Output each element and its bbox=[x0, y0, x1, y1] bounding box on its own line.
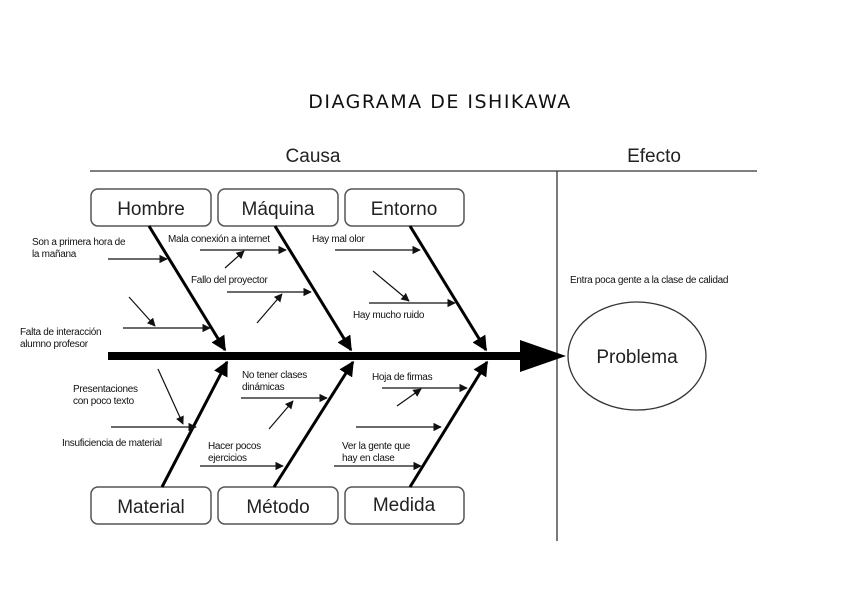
cause-text-hombre-1: Son a primera hora de la mañana bbox=[32, 237, 128, 260]
sub-cause-arrow bbox=[128, 296, 156, 327]
cause-text-maquina-1: Mala conexión a internet bbox=[168, 234, 270, 245]
problem-label: Problema bbox=[596, 347, 678, 368]
cause-text-metodo-2: Hacer pocos ejercicios bbox=[208, 441, 263, 464]
effect-header: Efecto bbox=[627, 146, 681, 167]
category-hombre: Hombre bbox=[90, 188, 212, 227]
bone-metodo bbox=[272, 360, 355, 488]
cause-text-metodo-1: No tener clases dinámicas bbox=[242, 370, 309, 393]
category-material: Material bbox=[90, 486, 212, 525]
sub-cause-arrow bbox=[256, 293, 283, 324]
category-label: Entorno bbox=[371, 199, 438, 220]
category-maquina: Máquina bbox=[217, 188, 339, 227]
category-metodo: Método bbox=[217, 486, 339, 525]
category-label: Máquina bbox=[242, 199, 315, 220]
diagram-title: DIAGRAMA DE ISHIKAWA bbox=[308, 91, 572, 113]
category-label: Hombre bbox=[117, 199, 185, 220]
cause-text-hombre-2: Falta de interacción alumno profesor bbox=[20, 327, 104, 350]
cause-text-entorno-1: Hay mal olor bbox=[312, 234, 365, 245]
cause-text-medida-2: Ver la gente que hay en clase bbox=[342, 441, 413, 464]
sub-cause-arrow bbox=[372, 270, 410, 302]
spine-arrowhead bbox=[520, 340, 566, 372]
bone-medida bbox=[408, 360, 489, 488]
sub-cause-arrow bbox=[268, 400, 294, 430]
sub-cause-arrow bbox=[157, 368, 184, 425]
cause-text-entorno-2: Hay mucho ruido bbox=[353, 310, 425, 321]
cause-text-material-1: Presentaciones con poco texto bbox=[73, 384, 140, 407]
bone-entorno bbox=[408, 225, 488, 352]
category-label: Medida bbox=[373, 495, 436, 516]
bone-maquina bbox=[273, 225, 353, 352]
problem-ellipse bbox=[567, 301, 707, 411]
cause-text-medida-1: Hoja de firmas bbox=[372, 372, 433, 383]
category-label: Método bbox=[246, 497, 309, 518]
cause-text-material-2: Insuficiencia de material bbox=[62, 438, 162, 449]
problem-description: Entra poca gente a la clase de calidad bbox=[570, 275, 728, 286]
category-medida: Medida bbox=[344, 486, 465, 525]
category-entorno: Entorno bbox=[344, 188, 465, 227]
sub-cause-arrow bbox=[224, 250, 245, 269]
bone-material bbox=[160, 360, 229, 488]
category-label: Material bbox=[117, 497, 185, 518]
cause-header: Causa bbox=[286, 146, 341, 167]
sub-cause-arrow bbox=[396, 388, 422, 407]
cause-text-maquina-2: Fallo del proyector bbox=[191, 275, 269, 286]
bone-hombre bbox=[147, 225, 227, 352]
